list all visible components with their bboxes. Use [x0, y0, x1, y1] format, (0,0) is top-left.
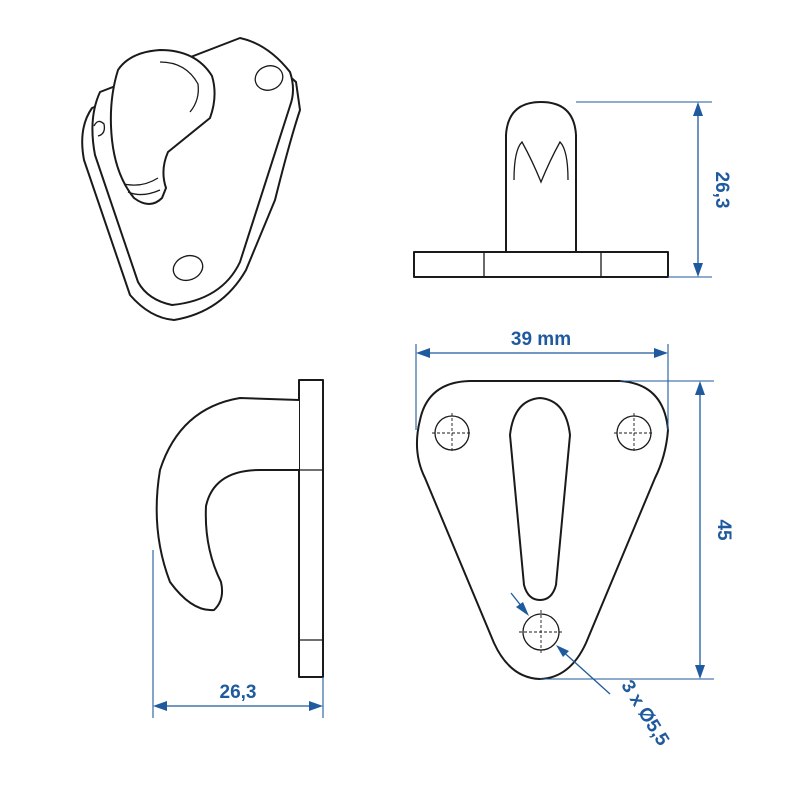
isometric-view: [81, 37, 301, 321]
dim-height-side: 26,3: [711, 172, 732, 209]
dim-holes: 3 x Ø5,5: [616, 677, 673, 750]
dim-width: 39 mm: [511, 329, 571, 350]
dim-depth: 26,3: [220, 682, 257, 703]
front-view: 26,3: [413, 101, 732, 278]
dim-height: 45: [713, 519, 734, 541]
side-view: 26,3: [152, 379, 324, 718]
top-view: 39 mm 45 3 x Ø5,5: [415, 329, 734, 750]
